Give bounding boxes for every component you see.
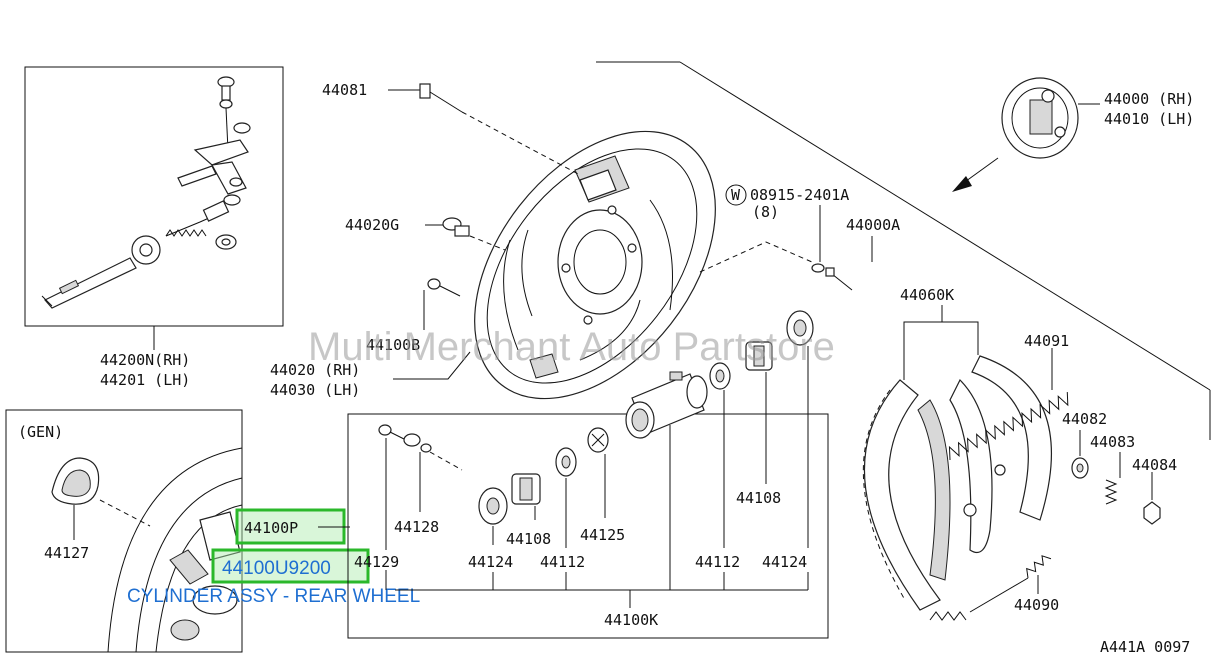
dashed-leader bbox=[429, 451, 463, 471]
washer-symbol-letter: W bbox=[731, 186, 741, 204]
piston-cup-right-drawing bbox=[786, 310, 814, 346]
callout-44000A: 44000A bbox=[846, 216, 900, 234]
callout-44082: 44082 bbox=[1062, 410, 1107, 428]
callout-44124-right: 44124 bbox=[762, 553, 807, 571]
brake-assembly-44000-drawing bbox=[1001, 77, 1079, 159]
part-number-44100U9200[interactable]: 44100U9200 bbox=[222, 558, 331, 579]
brake-shoes-drawing bbox=[862, 355, 1052, 611]
callout-qty-8: (8) bbox=[752, 203, 779, 221]
bolt-44081-drawing bbox=[419, 83, 463, 113]
retainer-44084-drawing bbox=[1143, 501, 1161, 525]
bleeder-44100B-drawing bbox=[427, 278, 461, 297]
callout-44000: 44000 (RH) bbox=[1104, 90, 1194, 108]
callout-44128: 44128 bbox=[394, 518, 439, 536]
callout-44060K: 44060K bbox=[900, 286, 954, 304]
cylinder-kit-frame bbox=[347, 413, 829, 639]
callout-44100K: 44100K bbox=[604, 611, 658, 629]
callout-44112-right: 44112 bbox=[695, 553, 740, 571]
callout-44020G: 44020G bbox=[345, 216, 399, 234]
callout-44201: 44201 (LH) bbox=[100, 371, 190, 389]
callout-44010: 44010 (LH) bbox=[1104, 110, 1194, 128]
bolt-44000A-drawing bbox=[811, 263, 853, 291]
backing-plate-drawing bbox=[474, 130, 716, 400]
wheel-cylinder-drawing bbox=[625, 371, 708, 439]
leader-line bbox=[679, 61, 1211, 391]
callout-44081: 44081 bbox=[322, 81, 367, 99]
dashed-leader bbox=[461, 111, 581, 176]
callout-44091: 44091 bbox=[1024, 332, 1069, 350]
watermark: Multi Merchant Auto Partstore bbox=[308, 325, 835, 369]
dashed-leader bbox=[99, 499, 151, 527]
callout-08915-2401A: 08915-2401A bbox=[750, 186, 849, 204]
callout-44124-left: 44124 bbox=[468, 553, 513, 571]
spring-44125-drawing bbox=[587, 427, 609, 453]
spring-44090-drawing bbox=[929, 555, 1052, 621]
gen-inset-frame bbox=[5, 409, 243, 653]
gen-label: (GEN) bbox=[18, 423, 63, 441]
spring-seat-44082-drawing bbox=[1071, 457, 1089, 479]
callout-44100B: 44100B bbox=[366, 336, 420, 354]
part-caption[interactable]: CYLINDER ASSY - REAR WHEEL bbox=[127, 586, 420, 607]
callout-44020: 44020 (RH) bbox=[270, 361, 360, 379]
callout-44112-left: 44112 bbox=[540, 553, 585, 571]
callout-44083: 44083 bbox=[1090, 433, 1135, 451]
callout-44100P[interactable]: 44100P bbox=[244, 519, 298, 537]
leader-line bbox=[393, 351, 471, 380]
callout-44108-left: 44108 bbox=[506, 530, 551, 548]
washer-symbol bbox=[725, 184, 747, 206]
direction-arrow bbox=[952, 157, 999, 192]
piston-right-drawing bbox=[745, 341, 773, 371]
dashed-leader bbox=[699, 241, 813, 273]
dashed-leader bbox=[469, 235, 506, 251]
gen-plate-drawing bbox=[51, 447, 243, 653]
piston-cup-left-drawing bbox=[478, 487, 508, 525]
cup-right-drawing bbox=[709, 362, 731, 390]
bleeder-44129-drawing bbox=[378, 424, 407, 441]
figure-code: A441A 0097 bbox=[1100, 638, 1190, 656]
callout-44030: 44030 (LH) bbox=[270, 381, 360, 399]
spring-44091-drawing bbox=[948, 392, 1069, 461]
callout-44125: 44125 bbox=[580, 526, 625, 544]
spring-44083-drawing bbox=[1104, 479, 1118, 505]
callout-44127: 44127 bbox=[44, 544, 89, 562]
cap-44128-drawing bbox=[403, 433, 432, 453]
callout-44084: 44084 bbox=[1132, 456, 1177, 474]
cup-left-drawing bbox=[555, 447, 577, 477]
grommet-44020G-drawing bbox=[442, 217, 470, 237]
piston-left-drawing bbox=[511, 473, 541, 505]
callout-44129: 44129 bbox=[354, 553, 399, 571]
leader-line bbox=[903, 321, 979, 380]
highlight-44100U9200-box[interactable] bbox=[211, 548, 370, 584]
callout-44200N: 44200N(RH) bbox=[100, 351, 190, 369]
callout-44108-right: 44108 bbox=[736, 489, 781, 507]
callout-44090: 44090 bbox=[1014, 596, 1059, 614]
adjuster-assembly-drawing bbox=[41, 76, 251, 309]
